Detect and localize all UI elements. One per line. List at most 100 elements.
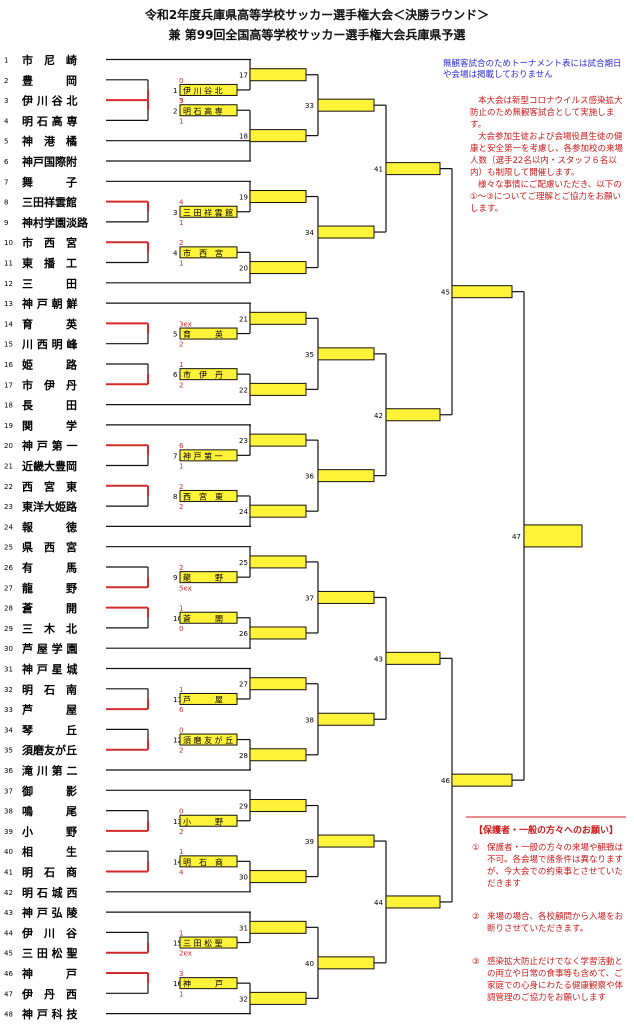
team-name: 伊 丹 西 [21, 987, 77, 1001]
covid-notice-p1: 本大会は新型コロナウイルス感染拡大防止のため無観客試合として実施します。 [470, 96, 623, 130]
tournament-subtitle: 兼 第99回全国高等学校サッカー選手権大会兵庫県予選 [168, 28, 466, 42]
second-round-box [249, 433, 307, 447]
first-round-winner-name: 市 伊 丹 [183, 370, 223, 380]
team-number: 40 [4, 848, 13, 856]
team-number: 15 [4, 341, 13, 349]
third-round-number: 37 [305, 594, 314, 602]
team-number: 19 [4, 422, 13, 430]
team-name: 神 戸 朝 鮮 [22, 297, 78, 311]
second-round-number: 31 [239, 924, 248, 932]
team-name: 明 石 南 [22, 682, 77, 696]
team-number: 21 [4, 463, 13, 471]
score-bottom: 2 [179, 341, 183, 349]
score-bottom: 4 [179, 869, 184, 877]
team-name: 小 野 [21, 824, 77, 838]
second-round-number: 17 [239, 72, 248, 80]
team-number: 16 [4, 361, 13, 369]
third-round-number: 40 [305, 960, 314, 968]
second-round-number: 26 [239, 630, 248, 638]
team-name: 有 馬 [22, 561, 77, 575]
second-round-box [249, 261, 307, 275]
score-top: 3ex [179, 320, 192, 328]
team-name: 芦 屋 [22, 703, 77, 717]
final-number: 47 [512, 533, 521, 541]
team-name: 長 田 [22, 399, 77, 412]
match-number: 5 [173, 331, 177, 339]
semifinal-number: 45 [441, 289, 450, 297]
second-round-number: 24 [239, 508, 248, 516]
match-number: 1 [173, 87, 177, 95]
team-number: 41 [4, 869, 13, 877]
first-round-winner-name: 須 磨 友 が 丘 [183, 735, 233, 745]
score-bottom: 2ex [179, 950, 192, 958]
team-number: 28 [4, 605, 13, 613]
team-number: 31 [4, 666, 13, 674]
score-bottom: 1 [179, 260, 183, 268]
team-number: 25 [4, 544, 13, 552]
second-round-box [249, 68, 307, 82]
fourth-round-number: 41 [374, 166, 383, 174]
team-name: 琴 丘 [21, 724, 77, 737]
second-round-number: 32 [239, 995, 248, 1003]
team-name: 三 田 松 聖 [22, 946, 78, 960]
first-round-winner-name: 西 宮 東 [183, 491, 223, 501]
team-number: 5 [4, 138, 8, 146]
second-round-number: 23 [239, 437, 248, 445]
fourth-round-number: 44 [374, 899, 383, 907]
third-round-number: 33 [305, 102, 314, 110]
score-top: 0 [179, 77, 183, 85]
team-number: 24 [4, 523, 13, 531]
request-item-3: ③ 感染拡大防止だけでなく学習活動との両立や日常の食事等も含めて、ご家庭での心身… [472, 956, 627, 1004]
second-round-number: 25 [239, 559, 248, 567]
team-number: 23 [4, 503, 13, 511]
team-number: 3 [4, 97, 8, 105]
score-top: 0 [179, 808, 183, 816]
team-name: 神 戸 星 城 [22, 662, 78, 676]
third-round-number: 36 [305, 473, 314, 481]
request-item-1-num: ① [472, 843, 480, 853]
first-round-winner-name: 伊 川 谷 北 [183, 85, 223, 95]
team-name: 神 戸 科 技 [22, 1007, 78, 1021]
second-round-number: 22 [239, 386, 248, 394]
score-top: 1 [179, 848, 183, 856]
second-round-number: 20 [239, 265, 248, 273]
first-round-winner-name: 神 戸 [183, 979, 223, 989]
no-spectator-note: 無観客試合のためトーナメント表には試合期日や会場は掲載しておりません [443, 59, 622, 80]
score-bottom: 1 [179, 117, 183, 125]
first-round-winner-name: 龍 野 [183, 573, 223, 583]
third-round-box [317, 469, 375, 483]
team-name: 川 西 明 峰 [21, 337, 78, 351]
score-top: 3 [179, 970, 183, 978]
first-round-winner-name: 市 西 宮 [183, 248, 223, 258]
team-number: 26 [4, 564, 13, 572]
semifinal-box [451, 773, 513, 787]
team-number: 27 [4, 584, 13, 592]
score-bottom: 2 [179, 503, 183, 511]
second-round-box [249, 555, 307, 569]
covid-notice-p2: 大会参加生徒および会場役員生徒の健康と安全第一を考慮し、各参加校の来場人数（選手… [470, 132, 624, 178]
team-name: 舞 子 [22, 175, 77, 189]
first-round-winner-name: 三 田 祥 雲 館 [183, 207, 233, 217]
score-top: 2 [179, 564, 183, 572]
second-round-number: 21 [239, 315, 248, 323]
team-name: 三 木 北 [22, 621, 77, 635]
semifinal-number: 46 [441, 777, 450, 785]
team-number: 36 [4, 767, 13, 775]
third-round-number: 34 [305, 229, 314, 237]
team-name: 三 田 [22, 277, 77, 290]
team-name: 鳴 尾 [22, 804, 77, 818]
score-top: 2 [179, 483, 183, 491]
second-round-box [249, 870, 307, 884]
fourth-round-box [385, 895, 441, 909]
second-round-box [249, 129, 307, 143]
score-top: 3 [179, 97, 183, 105]
second-round-box [249, 920, 307, 934]
score-top: 1 [179, 361, 183, 369]
score-top: 6 [179, 442, 184, 450]
second-round-number: 27 [239, 681, 248, 689]
match-number: 6 [173, 371, 178, 379]
team-name: 育 英 [22, 317, 78, 331]
team-name: 神 戸 [22, 967, 77, 981]
team-number: 9 [4, 219, 8, 227]
fourth-round-box [385, 651, 441, 665]
